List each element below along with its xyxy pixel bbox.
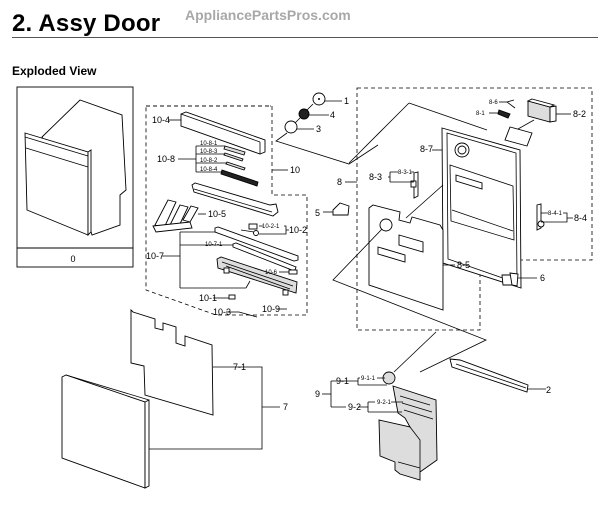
- callout-7: 7: [283, 402, 288, 412]
- callout-4: 4: [330, 110, 335, 120]
- callout-0: 0: [70, 254, 75, 264]
- callout-9-2-1: 9-2-1: [377, 400, 392, 406]
- callout-8-1: 8-1: [476, 111, 485, 117]
- part-10-1[interactable]: [228, 294, 236, 300]
- callout-10-9: 10-9: [262, 304, 280, 314]
- part-10-3[interactable]: [238, 311, 258, 318]
- part-5[interactable]: [332, 202, 350, 216]
- callout-8-6: 8-6: [489, 100, 498, 106]
- part-8-4[interactable]: [536, 203, 545, 231]
- part-8-7[interactable]: [441, 127, 522, 289]
- callout-7-1: 7-1: [233, 362, 246, 372]
- part-2[interactable]: [449, 358, 529, 393]
- callout-10-2-1: 10-2-1: [262, 224, 280, 230]
- callout-10-6: 10-6: [265, 270, 278, 276]
- callout-1: 1: [344, 96, 349, 106]
- dishwasher-overview-image: [24, 99, 127, 237]
- part-10-6[interactable]: [288, 269, 298, 275]
- callout-3: 3: [316, 124, 321, 134]
- part-6[interactable]: [501, 272, 519, 287]
- page-title: 2. Assy Door: [12, 10, 161, 37]
- part-8-2-window: [504, 126, 533, 147]
- title-divider: [12, 37, 598, 38]
- callout-10-5: 10-5: [208, 209, 226, 219]
- part-9[interactable]: [378, 371, 438, 481]
- callout-5: 5: [315, 208, 320, 218]
- part-3[interactable]: [284, 120, 298, 134]
- part-1[interactable]: [312, 92, 326, 106]
- part-10-2[interactable]: [240, 223, 259, 236]
- callout-8-7: 8-7: [420, 144, 433, 154]
- part-8-6[interactable]: [506, 99, 515, 103]
- part-10-rail[interactable]: [216, 256, 298, 296]
- part-8-1[interactable]: [497, 109, 511, 119]
- callout-10: 10: [290, 165, 300, 175]
- callout-8-2: 8-2: [573, 109, 586, 119]
- callout-9-1: 9-1: [336, 376, 349, 386]
- callout-9: 9: [315, 389, 320, 399]
- part-10-5[interactable]: [152, 199, 199, 233]
- callout-8-4: 8-4: [574, 213, 587, 223]
- callout-10-7-1: 10-7-1: [205, 242, 223, 248]
- callout-10-8-1: 10-8-1: [200, 141, 218, 147]
- callout-10-2: 10-2: [289, 225, 307, 235]
- part-8-5[interactable]: [368, 204, 444, 311]
- callout-9-2: 9-2: [348, 402, 361, 412]
- callout-8-4-1: 8-4-1: [548, 211, 563, 217]
- callout-10-8: 10-8: [157, 154, 175, 164]
- part-10-7[interactable]: [214, 226, 299, 271]
- callout-10-8-4: 10-8-4: [200, 167, 218, 173]
- overview-box: 0: [16, 86, 134, 268]
- part-10-8[interactable]: [220, 145, 259, 187]
- callout-6: 6: [540, 273, 545, 283]
- callout-10-8-2: 10-8-2: [200, 158, 218, 164]
- part-7-outer-door[interactable]: [61, 374, 150, 489]
- callout-10-4: 10-4: [152, 115, 170, 125]
- callout-9-1-1: 9-1-1: [361, 376, 376, 382]
- callout-10-7: 10-7: [146, 251, 164, 261]
- callout-10-8-3: 10-8-3: [200, 149, 218, 155]
- section-subtitle: Exploded View: [12, 64, 97, 78]
- part-8-3[interactable]: [410, 171, 419, 199]
- part-10-body[interactable]: [191, 182, 279, 217]
- group-10-outline: [146, 105, 271, 108]
- callout-8-3: 8-3: [369, 172, 382, 182]
- watermark: AppliancePartsPros.com: [185, 7, 351, 23]
- callout-8: 8: [337, 177, 342, 187]
- callout-10-1: 10-1: [199, 293, 217, 303]
- callout-10-3: 10-3: [213, 307, 231, 317]
- part-10-4[interactable]: [180, 111, 266, 155]
- callout-2: 2: [546, 385, 551, 395]
- part-7-1[interactable]: [130, 308, 214, 416]
- part-4[interactable]: [298, 108, 310, 120]
- callout-8-5: 8-5: [457, 260, 470, 270]
- callout-8-3-1: 8-3-1: [398, 170, 413, 176]
- part-8-2[interactable]: [526, 98, 557, 123]
